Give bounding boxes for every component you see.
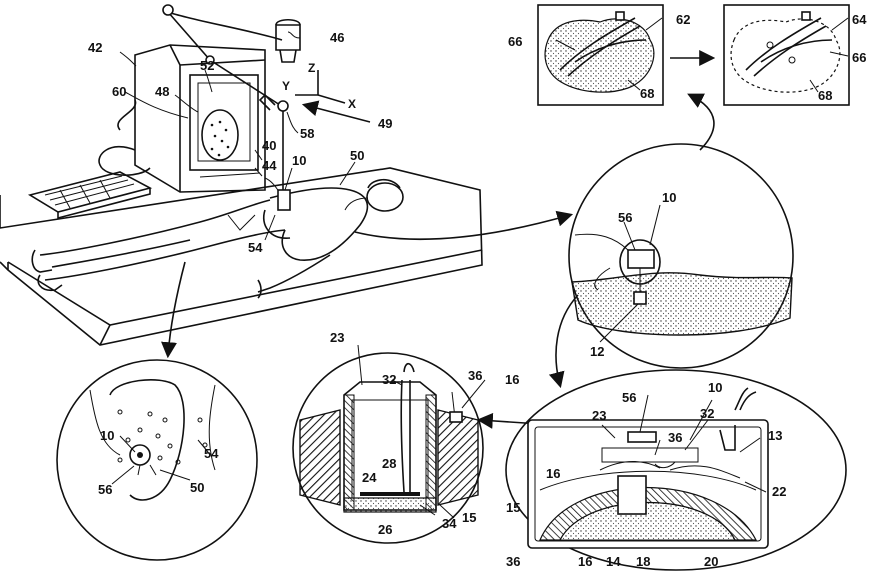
label-18: 18 bbox=[636, 554, 650, 569]
label-10-device: 10 bbox=[708, 380, 722, 395]
label-36-section: 36 bbox=[468, 368, 482, 383]
label-15-section: 15 bbox=[462, 510, 476, 525]
label-36-device: 36 bbox=[668, 430, 682, 445]
cables bbox=[99, 100, 285, 200]
label-12: 12 bbox=[590, 344, 604, 359]
keyboard bbox=[30, 172, 150, 218]
label-50-implant: 50 bbox=[190, 480, 204, 495]
label-58: 58 bbox=[300, 126, 314, 141]
label-32-device: 32 bbox=[700, 406, 714, 421]
label-36-device-bottom: 36 bbox=[506, 554, 520, 569]
label-49: 49 bbox=[378, 116, 392, 131]
arrow-surface-to-device bbox=[556, 295, 578, 385]
label-32-section: 32 bbox=[382, 372, 396, 387]
label-54-implant: 54 bbox=[204, 446, 219, 461]
label-34: 34 bbox=[442, 516, 457, 531]
label-23-device: 23 bbox=[592, 408, 606, 423]
implant-detail-circle bbox=[57, 262, 257, 560]
label-15-device: 15 bbox=[506, 500, 520, 515]
axis-z: Z bbox=[308, 61, 315, 75]
label-13: 13 bbox=[768, 428, 782, 443]
camera-46 bbox=[276, 20, 300, 62]
label-64: 64 bbox=[852, 12, 867, 27]
label-20: 20 bbox=[704, 554, 718, 569]
label-24: 24 bbox=[362, 470, 377, 485]
label-16-device-left: 16 bbox=[546, 466, 560, 481]
label-16-section: 16 bbox=[505, 372, 519, 387]
label-52: 52 bbox=[200, 58, 214, 73]
axis-x: X bbox=[348, 97, 356, 111]
label-22: 22 bbox=[772, 484, 786, 499]
label-28: 28 bbox=[382, 456, 396, 471]
label-44: 44 bbox=[262, 158, 277, 173]
label-68-after: 68 bbox=[818, 88, 832, 103]
screen-dots bbox=[211, 121, 230, 157]
label-62: 62 bbox=[676, 12, 690, 27]
axis-y: Y bbox=[282, 79, 290, 93]
label-66-before: 66 bbox=[508, 34, 522, 49]
label-46: 46 bbox=[330, 30, 344, 45]
label-48: 48 bbox=[155, 84, 169, 99]
implant-dots bbox=[118, 410, 207, 464]
navigation-arm bbox=[163, 5, 290, 210]
label-40: 40 bbox=[262, 138, 276, 153]
label-10-main: 10 bbox=[292, 153, 306, 168]
label-23-section: 23 bbox=[330, 330, 344, 345]
patient-body bbox=[32, 180, 403, 298]
label-56-implant: 56 bbox=[98, 482, 112, 497]
label-50-main: 50 bbox=[350, 148, 364, 163]
label-56-device: 56 bbox=[622, 390, 636, 405]
label-68-before: 68 bbox=[640, 86, 654, 101]
leader-49 bbox=[305, 105, 370, 122]
label-66-after: 66 bbox=[852, 50, 866, 65]
axes-indicator: Z Y X bbox=[282, 61, 356, 111]
label-26: 26 bbox=[378, 522, 392, 537]
label-14: 14 bbox=[606, 554, 621, 569]
arrow-patient-to-surface bbox=[355, 215, 570, 239]
label-56-surface: 56 bbox=[618, 210, 632, 225]
surface-circle bbox=[569, 144, 793, 368]
label-54-main: 54 bbox=[248, 240, 263, 255]
label-10-implant: 10 bbox=[100, 428, 114, 443]
label-42: 42 bbox=[88, 40, 102, 55]
label-16-device-bottom: 16 bbox=[578, 554, 592, 569]
label-60: 60 bbox=[112, 84, 126, 99]
label-10-surface: 10 bbox=[662, 190, 676, 205]
arrow-surface-to-top bbox=[690, 95, 714, 150]
